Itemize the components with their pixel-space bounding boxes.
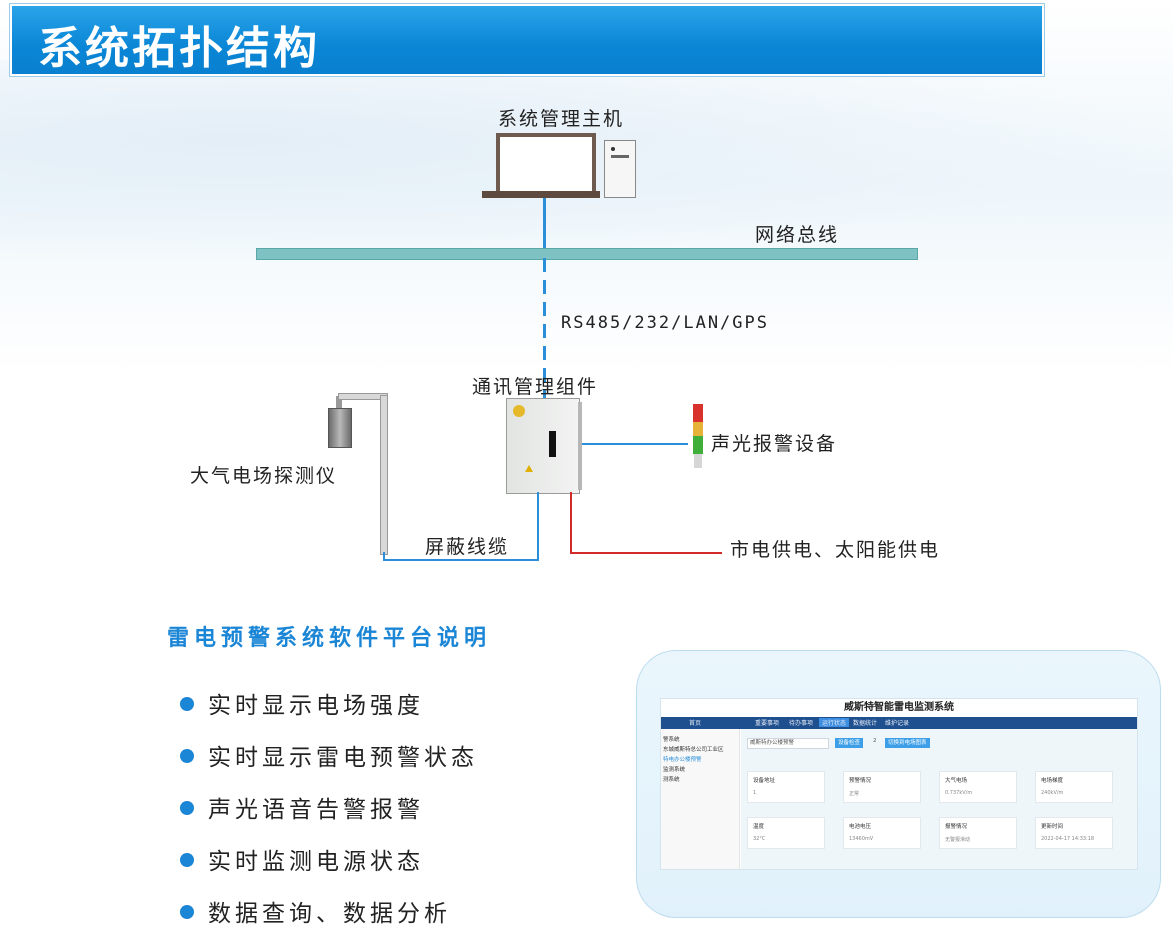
screenshot-tab-active: 运行状态: [819, 718, 850, 727]
page-title: 系统拓扑结构: [38, 23, 320, 74]
status-card: 报警情况 无警报滑动: [939, 817, 1017, 849]
keyboard-icon: [482, 191, 600, 198]
screenshot-tab: 维护记录: [885, 720, 910, 727]
detector-label: 大气电场探测仪: [190, 465, 338, 487]
sidebar-item: 监测系统: [663, 767, 686, 773]
host-link-line: [543, 198, 546, 250]
bullet-icon: [180, 749, 194, 763]
field-detector-icon: [328, 408, 352, 448]
power-wire-vertical: [570, 492, 572, 554]
cable-wire-down: [383, 552, 385, 560]
cable-label: 屏蔽线缆: [425, 536, 510, 558]
alarm-red-segment: [693, 404, 703, 422]
device-check-button: 设备检查: [835, 738, 864, 748]
computer-tower-icon: [604, 140, 636, 198]
comm-cabinet-icon: [506, 398, 580, 494]
detector-neck: [336, 396, 342, 410]
screenshot-title: 威斯特智能雷电监测系统: [844, 702, 954, 713]
software-screenshot: 威斯特智能雷电监测系统 首页 重要事项 待办事项 运行状态 数据统计 维护记录 …: [660, 698, 1138, 870]
bullet-icon: [180, 801, 194, 815]
power-led: [611, 147, 615, 151]
cable-wire-up: [537, 492, 539, 560]
status-card: 电池电压 13460mV: [843, 817, 921, 849]
screenshot-tab: 待办事项: [789, 720, 814, 727]
screenshot-brand: 首页: [689, 720, 702, 727]
alarm-wire: [582, 443, 688, 445]
status-card: 预警情况 正常: [843, 771, 921, 803]
feature-item: 声光语音告警报警: [180, 790, 424, 824]
sidebar-item: 测系统: [663, 777, 680, 783]
separator-text: 2: [873, 738, 877, 744]
network-bus: [256, 248, 918, 260]
screenshot-sidebar: 警系统 东城威斯特总公司工业区 特电办公楼预警 监测系统 测系统: [661, 729, 740, 869]
feature-item: 实时监测电源状态: [180, 842, 424, 876]
bullet-icon: [180, 697, 194, 711]
software-section-title: 雷电预警系统软件平台说明: [167, 626, 492, 651]
status-card: 更新时间 2022-04-17 14:33:18: [1035, 817, 1113, 849]
link-protocol-label: RS485/232/LAN/GPS: [561, 313, 769, 333]
warning-icon: [525, 465, 533, 472]
cable-wire-bottom: [383, 559, 539, 561]
status-card: 大气电场 0.737kV/m: [939, 771, 1017, 803]
alarm-base: [694, 454, 702, 468]
comm-label: 通讯管理组件: [472, 376, 599, 398]
logo-icon: [513, 405, 525, 417]
comm-link-dashed-line: [543, 258, 546, 398]
feature-item: 实时显示雷电预警状态: [180, 738, 478, 772]
alarm-green-segment: [693, 436, 703, 454]
screenshot-tab: 数据统计: [853, 720, 878, 727]
bullet-icon: [180, 905, 194, 919]
status-card: 设备地址 1: [747, 771, 825, 803]
status-card: 温度 32°C: [747, 817, 825, 849]
alarm-light-icon: [693, 404, 703, 468]
device-select: 威斯特办公楼预警: [747, 738, 829, 749]
bus-label: 网络总线: [755, 224, 840, 246]
screenshot-tab: 重要事项: [755, 720, 780, 727]
feature-item: 数据查询、数据分析: [180, 894, 451, 928]
sidebar-item: 警系统: [663, 737, 680, 743]
monitor-icon: [496, 133, 596, 197]
header-banner: 系统拓扑结构: [10, 4, 1044, 76]
screenshot-main: 威斯特办公楼预警 设备检查 2 切换到电场图表 设备地址 1 预警情况 正常 大…: [741, 729, 1137, 869]
alarm-amber-segment: [693, 422, 703, 436]
sidebar-item: 东城威斯特总公司工业区: [663, 747, 724, 753]
screenshot-navbar: 首页 重要事项 待办事项 运行状态 数据统计 维护记录: [661, 717, 1137, 745]
drive-slot: [611, 155, 629, 158]
host-label: 系统管理主机: [498, 108, 625, 130]
power-label: 市电供电、太阳能供电: [730, 539, 941, 561]
status-card: 电场梯度 240kV/m: [1035, 771, 1113, 803]
cabinet-side: [578, 402, 582, 490]
cabinet-window: [549, 431, 556, 457]
alarm-label: 声光报警设备: [711, 433, 838, 455]
switch-chart-button: 切换到电场图表: [885, 738, 930, 748]
feature-item: 实时显示电场强度: [180, 686, 424, 720]
sidebar-item: 特电办公楼预警: [663, 757, 702, 763]
detector-pole: [380, 395, 388, 555]
bullet-icon: [180, 853, 194, 867]
power-wire-horizontal: [570, 552, 722, 554]
